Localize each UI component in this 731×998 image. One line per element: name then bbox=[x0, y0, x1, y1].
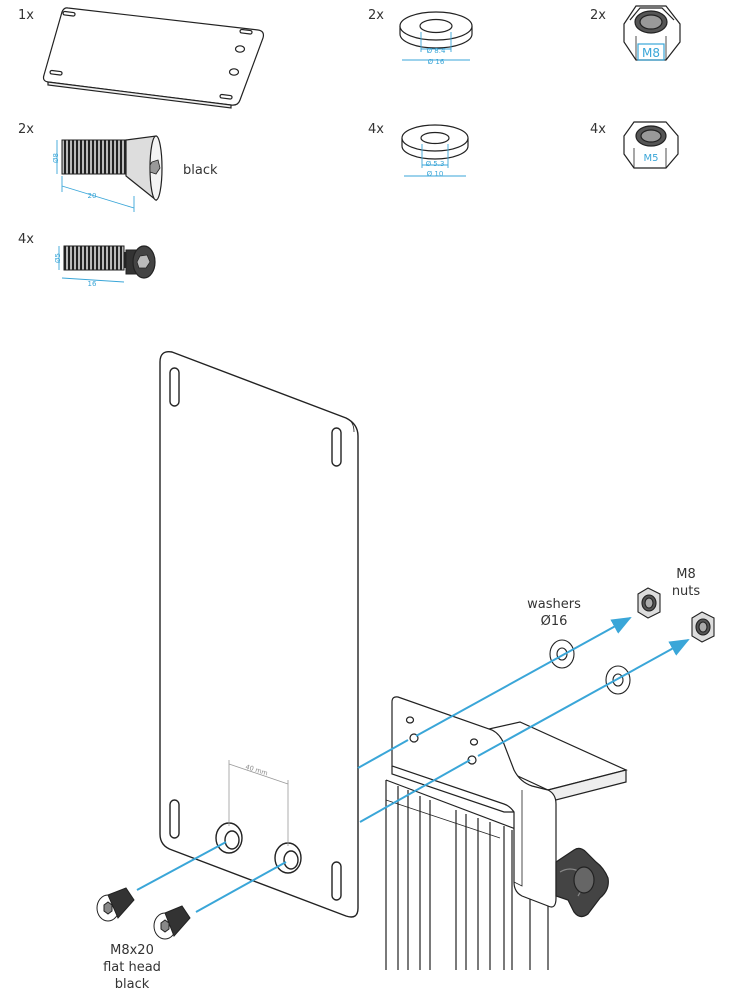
nut-m5-label-text: M5 bbox=[644, 153, 659, 164]
hole-spacing-dimension bbox=[228, 760, 289, 846]
socket-screw-part: Ø5 16 bbox=[54, 245, 156, 288]
screw-m8-length-text: 20 bbox=[88, 192, 97, 200]
washers-label-line1: washers bbox=[527, 597, 581, 612]
flat-head-screw-part: Ø8 20 bbox=[52, 135, 163, 212]
assembly-screw-left bbox=[96, 887, 135, 922]
nut-m5-part: M5 bbox=[623, 121, 679, 169]
assembly-washer-upper bbox=[549, 639, 575, 669]
nut-m8-part: M8 bbox=[623, 5, 681, 61]
washer-m5-inner-text: Ø 5.3 bbox=[426, 160, 445, 168]
washers-label-line2: Ø16 bbox=[540, 614, 568, 629]
clamp-knob bbox=[555, 847, 609, 918]
washer-m5-part: Ø 5.3 Ø 10 bbox=[401, 124, 469, 178]
washer-m8-part: Ø 8.4 Ø 16 bbox=[399, 11, 473, 66]
screw-callout-line1: M8x20 bbox=[110, 943, 154, 958]
nuts-label: M8 nuts bbox=[656, 566, 716, 600]
washer-m5-outer-text: Ø 10 bbox=[427, 170, 444, 178]
nut-m5-quantity: 4x bbox=[590, 122, 606, 137]
nut-m8-label-text: M8 bbox=[642, 46, 660, 60]
screw-m5-quantity: 4x bbox=[18, 232, 34, 247]
screw-m8-quantity: 2x bbox=[18, 122, 34, 137]
screw-m8-diameter-text: Ø8 bbox=[52, 153, 60, 163]
screw-m8-color-label: black bbox=[183, 163, 218, 178]
assembly-nut-lower bbox=[691, 611, 715, 643]
washers-label: washers Ø16 bbox=[512, 596, 596, 630]
nuts-label-line1: M8 bbox=[676, 567, 696, 582]
washer-m5-quantity: 4x bbox=[368, 122, 384, 137]
plate-quantity: 1x bbox=[18, 8, 34, 23]
adapter-plate bbox=[159, 351, 359, 918]
screw-m5-length-text: 16 bbox=[88, 280, 97, 288]
washer-m8-outer-text: Ø 16 bbox=[428, 58, 445, 66]
nuts-label-line2: nuts bbox=[671, 584, 701, 599]
washer-m8-inner-text: Ø 8.4 bbox=[427, 47, 446, 55]
assembly-washer-lower bbox=[605, 665, 631, 695]
assembly-screw-right bbox=[153, 905, 191, 940]
assembly-arrows bbox=[136, 617, 690, 913]
screw-callout-label: M8x20 flat head black bbox=[92, 942, 172, 993]
assembly-nut-upper bbox=[637, 587, 661, 619]
screw-m5-diameter-text: Ø5 bbox=[54, 253, 62, 263]
small-plate-part bbox=[42, 7, 265, 109]
screw-callout-line3: black bbox=[114, 977, 150, 992]
stand-column bbox=[385, 779, 551, 970]
mount-bracket bbox=[391, 696, 557, 908]
screw-callout-line2: flat head bbox=[103, 960, 161, 975]
nut-m8-quantity: 2x bbox=[590, 8, 606, 23]
washer-m8-quantity: 2x bbox=[368, 8, 384, 23]
